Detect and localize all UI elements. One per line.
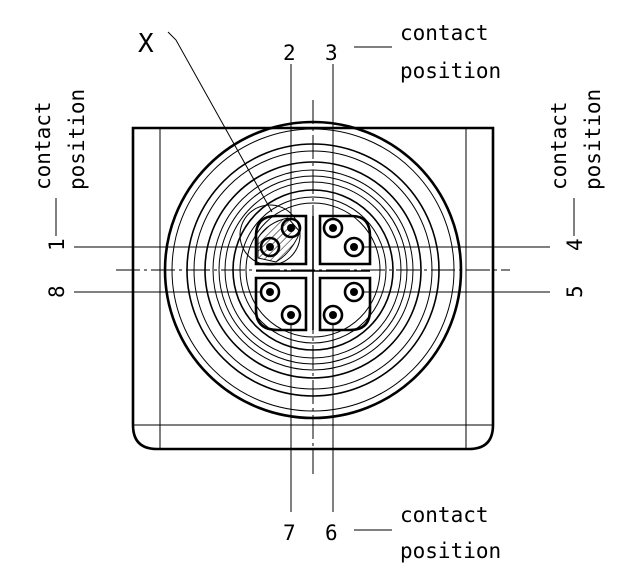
pin-4 (343, 236, 365, 258)
detail-marker-label: X (138, 29, 154, 59)
pin-6-label: 6 (325, 521, 338, 545)
callout-right: contact position (547, 89, 605, 190)
pin-7 (280, 304, 302, 326)
callout-top-line1: contact (400, 21, 489, 45)
pin-5-label: 5 (563, 285, 587, 298)
pin-7-label: 7 (283, 521, 296, 545)
callout-right-line1: contact (547, 101, 571, 190)
housing (131, 126, 495, 451)
callout-top-line2: position (400, 59, 501, 83)
callout-left-line1: contact (31, 101, 55, 190)
pin-3 (322, 217, 344, 239)
pin-2-label: 2 (283, 41, 296, 65)
pin-4-label: 4 (563, 238, 587, 251)
pin-6 (322, 304, 344, 326)
center-lines (116, 100, 510, 478)
callout-bottom-line1: contact (400, 503, 489, 527)
callout-bottom-line2: position (400, 539, 501, 563)
pin-8 (259, 281, 281, 303)
callout-top: contact position (400, 21, 501, 83)
callout-left: contact position (31, 89, 89, 190)
pin-8-label: 8 (45, 285, 69, 298)
pin-1-label: 1 (45, 238, 69, 251)
contact-pins (259, 217, 365, 326)
pin-3-label: 3 (325, 41, 338, 65)
leader-lines (55, 31, 575, 531)
callout-bottom: contact position (400, 503, 501, 563)
pin-5 (343, 281, 365, 303)
callout-left-line2: position (65, 89, 89, 190)
callout-right-line2: position (581, 89, 605, 190)
